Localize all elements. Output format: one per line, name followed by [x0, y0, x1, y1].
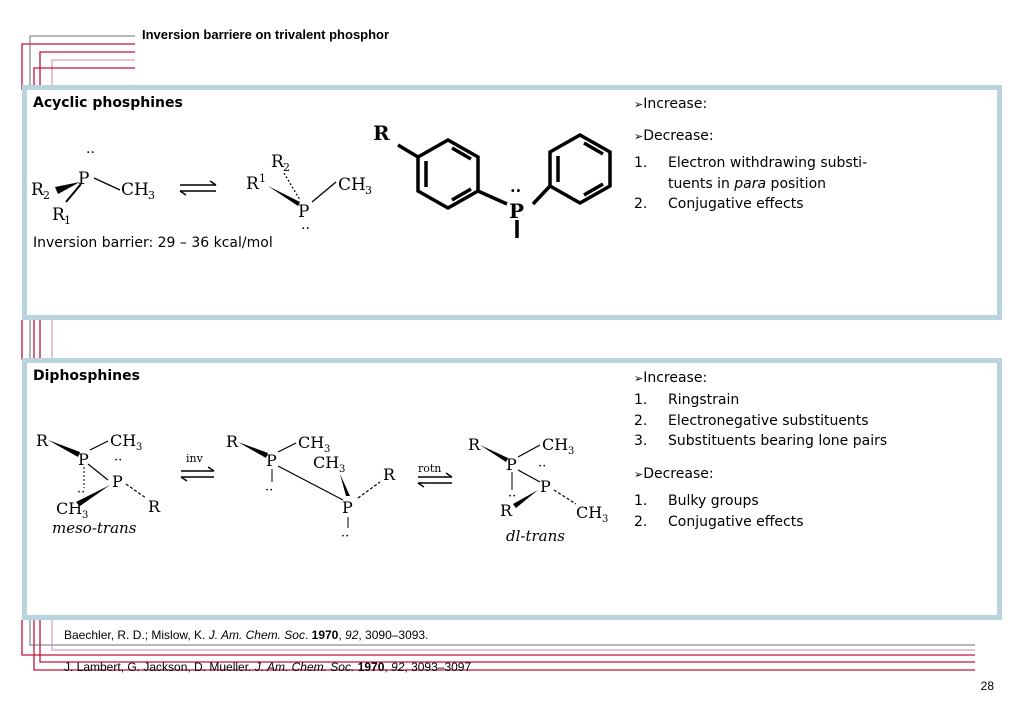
rotation-arrows: rotn — [417, 462, 453, 488]
svg-text:P: P — [540, 477, 551, 496]
box2-increase-list: 1.Ringstrain 2.Electronegative substitue… — [634, 390, 887, 452]
svg-text:R: R — [373, 121, 390, 145]
svg-text:CH: CH — [313, 453, 339, 472]
svg-text:R: R — [500, 501, 513, 520]
svg-text:R: R — [246, 174, 260, 194]
list-item: 1.Electron withdrawing substi- — [634, 155, 868, 171]
meso-trans-structure: R P CH 3 ·· P ·· CH 3 R meso-trans — [36, 431, 161, 537]
acyclic-pyramidal-right: R 2 R 1 P ·· CH 3 — [246, 152, 372, 235]
svg-text:rotn: rotn — [418, 462, 441, 475]
svg-text:··: ·· — [508, 489, 516, 504]
open-diphosphine-structure: R P CH 3 ·· CH 3 P R ·· — [226, 432, 396, 544]
list-item: 1.Bulky groups — [634, 493, 759, 509]
aryl-phosphine-structure: R P ·· — [373, 121, 612, 238]
svg-text:··: ·· — [301, 221, 310, 235]
diphosphines-heading: Diphosphines — [33, 368, 140, 384]
box1-decrease-heading: ➢Decrease: — [634, 128, 714, 144]
svg-text:··: ·· — [114, 453, 122, 468]
p-atom: P — [78, 169, 89, 189]
benzene-ring-right — [548, 132, 612, 206]
list-item: 1.Ringstrain — [634, 392, 740, 408]
svg-text:R: R — [52, 205, 66, 225]
dl-trans-structure: R P CH 3 ·· P ·· R CH 3 dl-trans — [468, 435, 608, 545]
svg-text:P: P — [509, 199, 524, 223]
svg-text:CH: CH — [576, 503, 602, 522]
box2-decrease-heading: ➢Decrease: — [634, 466, 714, 482]
list-item: 2.Electronegative substituents — [634, 412, 869, 429]
svg-text:3: 3 — [365, 184, 372, 197]
lone-pair-dots: ·· — [86, 145, 95, 161]
svg-text:dl-trans: dl-trans — [506, 527, 565, 545]
svg-text:R: R — [383, 465, 396, 484]
svg-text:CH: CH — [110, 431, 136, 450]
acyclic-phosphines-heading: Acyclic phosphines — [33, 95, 183, 111]
page-number: 28 — [980, 679, 994, 693]
svg-text:R: R — [226, 432, 239, 451]
svg-text:CH: CH — [298, 433, 324, 452]
slide-title: Inversion barriere on trivalent phosphor — [142, 27, 390, 42]
equilibrium-arrows — [179, 180, 217, 196]
svg-text:CH: CH — [338, 175, 366, 195]
svg-text:CH: CH — [542, 435, 568, 454]
svg-text:3: 3 — [324, 444, 330, 455]
acyclic-phosphines-panel — [22, 85, 1002, 320]
svg-text:··: ·· — [538, 459, 546, 474]
arrowhead-bullet-icon: ➢ — [634, 372, 644, 385]
arrowhead-bullet-icon: ➢ — [634, 468, 644, 481]
svg-text:3: 3 — [82, 510, 88, 521]
svg-text:2: 2 — [43, 189, 50, 202]
acyclic-pyramidal-left: P ·· R 2 R 1 CH 3 — [31, 145, 155, 227]
svg-text:3: 3 — [148, 189, 155, 202]
svg-text:··: ·· — [265, 483, 273, 498]
wedge-bond — [55, 182, 80, 194]
box1-increase-heading: ➢Increase: — [634, 96, 708, 112]
svg-text:inv: inv — [186, 452, 204, 465]
inversion-arrows: inv — [180, 452, 215, 482]
arrowhead-bullet-icon: ➢ — [634, 98, 644, 111]
arrowhead-bullet-icon: ➢ — [634, 130, 644, 143]
diphosphine-scheme: R P CH 3 ·· P ·· CH 3 R meso-trans inv R… — [36, 431, 608, 545]
svg-text:P: P — [342, 498, 353, 517]
box2-decrease-list: 1.Bulky groups 2.Conjugative effects — [634, 491, 804, 532]
svg-text:R: R — [31, 180, 45, 200]
svg-text:P: P — [112, 472, 123, 491]
svg-text:meso-trans: meso-trans — [52, 519, 137, 537]
svg-text:R: R — [468, 435, 481, 454]
svg-text:CH: CH — [121, 180, 149, 200]
box1-decrease-list: 1.Electron withdrawing substi- tuents in… — [634, 153, 867, 215]
svg-text:P: P — [506, 455, 517, 474]
svg-text:··: ·· — [510, 181, 521, 200]
svg-text:3: 3 — [339, 464, 345, 475]
svg-text:··: ·· — [77, 485, 85, 500]
svg-text:R: R — [148, 497, 161, 516]
inversion-barrier-text: Inversion barrier: 29 – 36 kcal/mol — [33, 235, 273, 251]
svg-text:1: 1 — [259, 172, 266, 185]
svg-text:3: 3 — [602, 514, 608, 525]
svg-text:P: P — [298, 202, 309, 222]
svg-text:··: ·· — [341, 529, 349, 544]
list-item: tuents in para position — [668, 175, 827, 192]
svg-text:CH: CH — [56, 499, 82, 518]
svg-text:3: 3 — [136, 442, 142, 453]
svg-text:2: 2 — [283, 161, 290, 174]
bold-bond — [65, 183, 82, 203]
svg-text:3: 3 — [568, 446, 574, 457]
svg-text:P: P — [78, 450, 89, 469]
reference-2: J. Lambert, G. Jackson, D. Mueller. J. A… — [64, 660, 472, 674]
svg-text:R: R — [271, 152, 285, 172]
reference-1: Baechler, R. D.; Mislow, K. J. Am. Chem.… — [64, 628, 429, 642]
acyclic-inversion-scheme: P ·· R 2 R 1 CH 3 R 2 R 1 P ·· CH 3 — [31, 145, 372, 235]
box2-increase-heading: ➢Increase: — [634, 370, 708, 386]
list-item: 3.Substituents bearing lone pairs — [634, 433, 888, 449]
svg-text:P: P — [266, 451, 277, 470]
svg-text:1: 1 — [64, 214, 71, 227]
svg-text:R: R — [36, 431, 49, 450]
list-item: 2.Conjugative effects — [634, 196, 804, 212]
list-item: 2.Conjugative effects — [634, 513, 804, 530]
